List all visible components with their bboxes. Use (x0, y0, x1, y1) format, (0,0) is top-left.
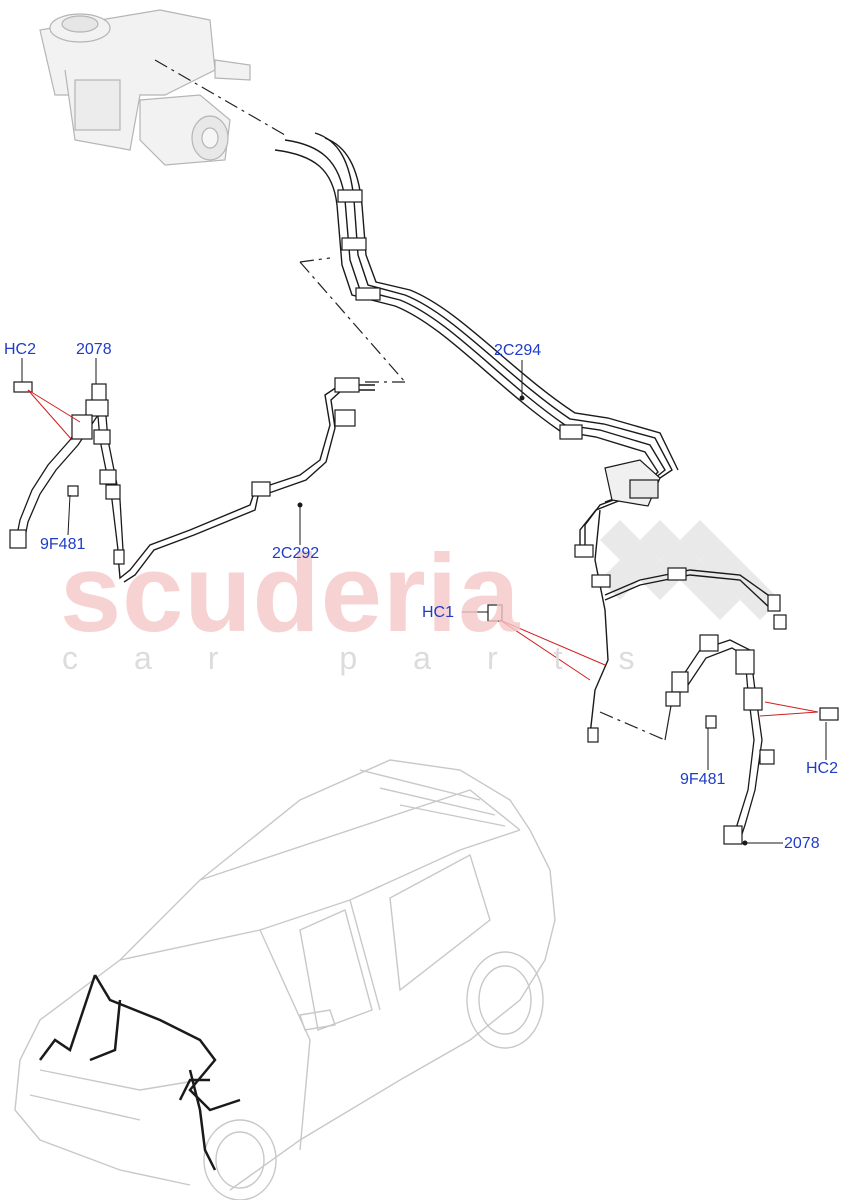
abs-modulator (39, 9, 251, 166)
callout-9f481-left: 9F481 (40, 536, 86, 553)
callout-2078-right: 2078 (784, 835, 820, 852)
callout-2c292: 2C292 (272, 545, 320, 562)
callout-hc2-left: HC2 (4, 341, 37, 358)
vehicle-outline (14, 759, 556, 1200)
callout-hc2-right: HC2 (806, 760, 839, 777)
pipe-clips (337, 189, 787, 743)
left-hose-fittings (9, 381, 121, 549)
callout-2078-left: 2078 (76, 341, 112, 358)
callout-leaders (21, 358, 827, 844)
right-hose-fittings (487, 604, 839, 845)
2c292-fittings (113, 377, 360, 565)
dashed-reference-lines (154, 59, 666, 741)
callout-dots (297, 395, 748, 846)
callout-2c294: 2C294 (494, 342, 542, 359)
vehicle-harness (39, 974, 241, 1171)
callout-9f481-right: 9F481 (680, 771, 726, 788)
leader-lines (27, 389, 819, 717)
dash-end-tick (664, 699, 673, 741)
watermark-sub: car parts (62, 640, 691, 676)
callout-hc1: HC1 (422, 604, 455, 621)
watermark-main: scuderia (60, 532, 521, 655)
